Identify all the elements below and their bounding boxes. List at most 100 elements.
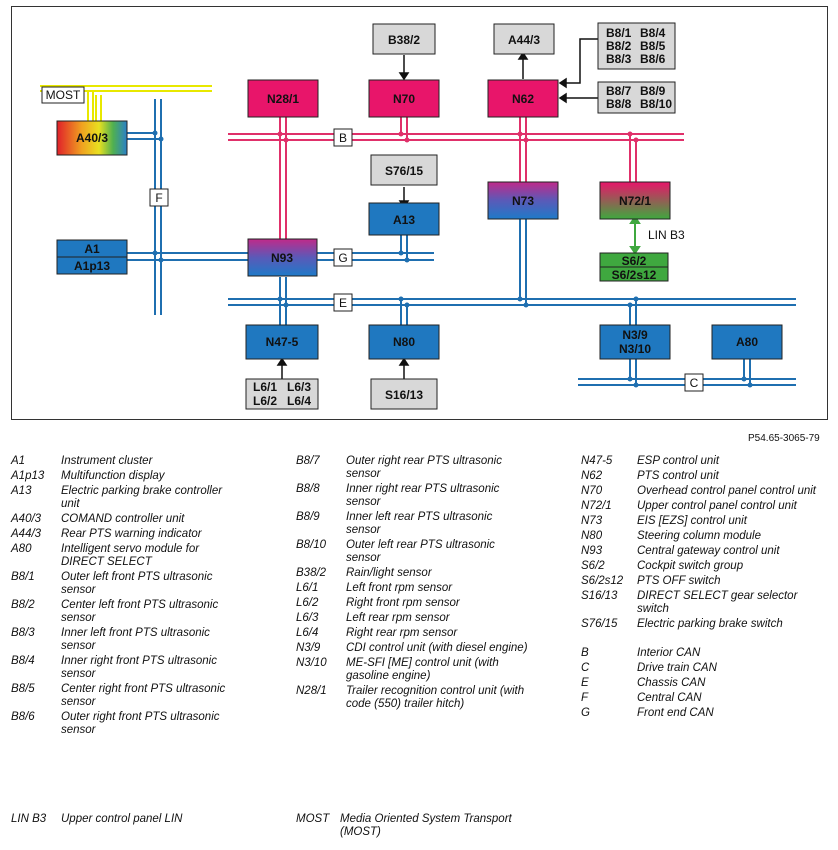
lin-b3-label: LIN B3 bbox=[648, 228, 685, 242]
legend-description: Center left front PTS ultrasonic sensor bbox=[61, 599, 219, 624]
svg-text:N80: N80 bbox=[393, 335, 415, 349]
svg-text:N73: N73 bbox=[512, 194, 534, 208]
svg-text:S16/13: S16/13 bbox=[385, 388, 423, 402]
svg-text:B8/5: B8/5 bbox=[640, 39, 666, 53]
legend-description: Steering column module bbox=[637, 530, 762, 542]
legend-description: Outer right front PTS ultrasonic sensor bbox=[61, 711, 220, 736]
svg-text:B38/2: B38/2 bbox=[388, 33, 420, 47]
lin-bus bbox=[629, 215, 641, 255]
svg-text:N28/1: N28/1 bbox=[267, 92, 299, 106]
legend-code: B8/2 bbox=[11, 599, 35, 611]
legend-code: S16/13 bbox=[581, 590, 618, 602]
sensor-group-rear: B8/7 B8/9 B8/8 B8/10 bbox=[597, 81, 676, 114]
legend-description: Center right front PTS ultrasonic sensor bbox=[61, 683, 226, 708]
network-diagram-svg: MOST bbox=[40, 22, 796, 410]
legend-description: Outer left rear PTS ultrasonic sensor bbox=[346, 539, 495, 564]
legend-code: LIN B3 bbox=[11, 813, 47, 825]
can-buses bbox=[127, 99, 796, 386]
legend-code: L6/2 bbox=[296, 597, 319, 609]
legend-description: Left front rpm sensor bbox=[346, 582, 453, 594]
legend-code: N47-5 bbox=[581, 455, 613, 467]
svg-text:A44/3: A44/3 bbox=[508, 33, 540, 47]
node-a40-3: A40/3 bbox=[56, 120, 128, 156]
legend-code: B8/3 bbox=[11, 627, 35, 639]
svg-text:L6/3: L6/3 bbox=[287, 380, 311, 394]
legend-row: L6/1 Left front rpm sensor bbox=[296, 582, 528, 595]
legend-code: N80 bbox=[581, 530, 603, 542]
bus-label-g: G bbox=[338, 251, 347, 265]
legend-code: L6/3 bbox=[296, 612, 319, 624]
legend-code: N3/10 bbox=[296, 657, 327, 669]
legend-code: S6/2 bbox=[581, 560, 605, 572]
node-a44-3: A44/3 bbox=[493, 23, 555, 55]
svg-text:L6/4: L6/4 bbox=[287, 394, 311, 408]
legend-code: C bbox=[581, 662, 590, 674]
legend-code: B8/1 bbox=[11, 571, 35, 583]
legend-code: A1 bbox=[11, 455, 26, 467]
legend-code: B bbox=[581, 647, 589, 659]
svg-text:B8/3: B8/3 bbox=[606, 52, 632, 66]
legend-description: DIRECT SELECT gear selector switch bbox=[637, 590, 798, 615]
bus-label-e: E bbox=[339, 296, 347, 310]
sensor-group-rpm: L6/1 L6/3 L6/2 L6/4 bbox=[245, 378, 319, 410]
legend-code: G bbox=[581, 707, 590, 719]
legend-description: Instrument cluster bbox=[61, 455, 153, 467]
svg-text:N72/1: N72/1 bbox=[619, 194, 651, 208]
node-n72-1: N72/1 bbox=[599, 181, 671, 220]
legend-description: Left rear rpm sensor bbox=[346, 612, 450, 624]
figure-reference-code: P54.65-3065-79 bbox=[748, 433, 820, 444]
bus-tag-e bbox=[333, 293, 353, 312]
svg-text:A40/3: A40/3 bbox=[76, 131, 108, 145]
most-tag bbox=[41, 86, 85, 104]
legend-description: CDI control unit (with diesel engine) bbox=[346, 642, 528, 654]
svg-text:B8/1: B8/1 bbox=[606, 26, 632, 40]
legend-code: A44/3 bbox=[11, 528, 42, 540]
legend-row: B8/2 Center left front PTS ultrasonic sen… bbox=[11, 599, 243, 625]
legend-code: B8/8 bbox=[296, 483, 320, 495]
legend-row: N80 Steering column module bbox=[581, 530, 821, 543]
svg-text:N47-5: N47-5 bbox=[266, 335, 299, 349]
node-n73: N73 bbox=[487, 181, 559, 220]
legend-code: N28/1 bbox=[296, 685, 327, 697]
svg-text:S76/15: S76/15 bbox=[385, 164, 423, 178]
legend-description: Right rear rpm sensor bbox=[346, 627, 458, 639]
interior-can-bus bbox=[228, 117, 684, 247]
legend-description: Media Oriented System Transport (MOST) bbox=[340, 813, 512, 838]
legend-description: Outer right rear PTS ultrasonic sensor bbox=[346, 455, 502, 480]
legend-code: MOST bbox=[296, 813, 330, 825]
legend-description: Upper control panel control unit bbox=[637, 500, 797, 512]
legend-code: L6/1 bbox=[296, 582, 319, 594]
legend-description: Electric parking brake switch bbox=[637, 618, 783, 630]
legend-code: N73 bbox=[581, 515, 603, 527]
legend-description: ME-SFI [ME] control unit (with gasoline … bbox=[346, 657, 499, 682]
legend-description: Electric parking brake controller unit bbox=[61, 485, 223, 510]
svg-text:B8/9: B8/9 bbox=[640, 84, 666, 98]
svg-text:B8/6: B8/6 bbox=[640, 52, 666, 66]
legend-description: Multifunction display bbox=[61, 470, 165, 482]
node-n47-5: N47-5 bbox=[245, 324, 319, 360]
svg-text:A80: A80 bbox=[736, 335, 758, 349]
legend-description: Interior CAN bbox=[637, 647, 701, 659]
legend-description: Inner right rear PTS ultrasonic sensor bbox=[346, 483, 500, 508]
node-n28-1: N28/1 bbox=[247, 79, 319, 118]
legend-code: A40/3 bbox=[11, 513, 42, 525]
svg-text:B8/8: B8/8 bbox=[606, 97, 632, 111]
